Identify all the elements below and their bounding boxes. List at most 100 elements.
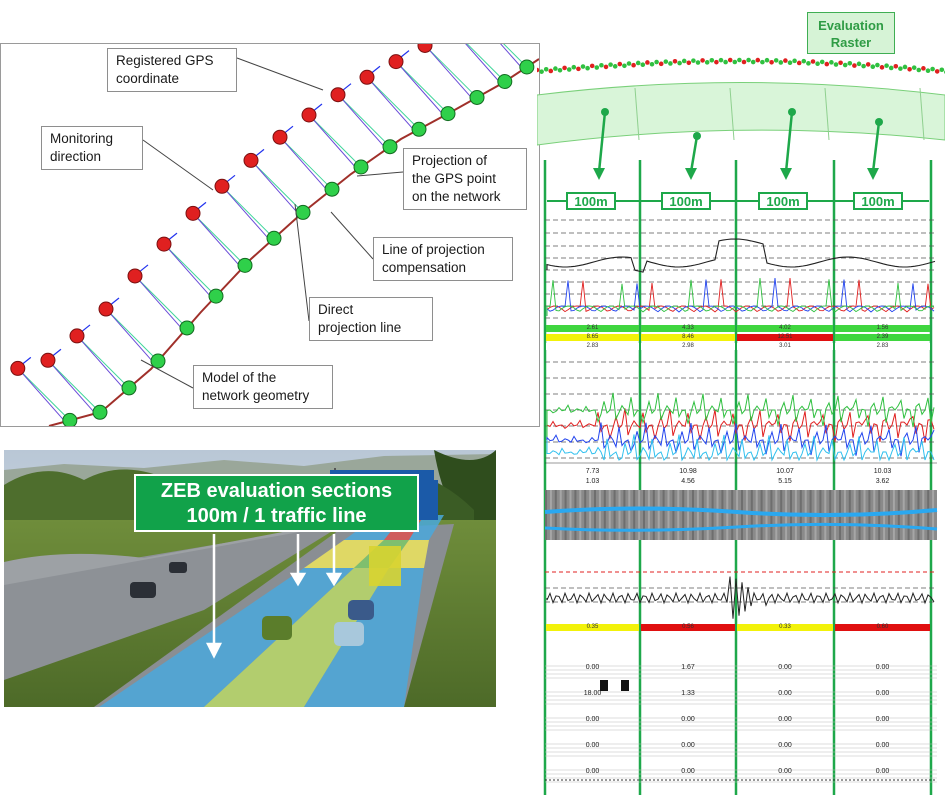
mid-value: 1.03 bbox=[585, 478, 600, 485]
raster-gps-dot bbox=[930, 66, 935, 72]
raster-gps-dot bbox=[796, 60, 802, 66]
raster-gps-dot bbox=[934, 69, 940, 74]
texture-stripe bbox=[701, 490, 704, 540]
raster-title-line1: Evaluation bbox=[818, 18, 884, 33]
texture-stripe bbox=[618, 490, 621, 540]
network-point bbox=[353, 159, 369, 175]
texture-stripe bbox=[726, 490, 729, 540]
callout-projection-of-gps: Projection of the GPS point on the netwo… bbox=[403, 148, 527, 210]
texture-stripe bbox=[922, 490, 925, 540]
raster-gps-dot bbox=[603, 64, 609, 70]
texture-stripe bbox=[750, 490, 753, 540]
texture-stripe bbox=[589, 490, 592, 540]
raster-pointer-arrow bbox=[597, 111, 607, 173]
raster-gps-dot bbox=[783, 58, 788, 63]
profile-line-1 bbox=[546, 238, 936, 273]
raster-title-line2: Raster bbox=[830, 35, 872, 50]
callout-model-network: Model of the network geometry bbox=[193, 365, 333, 409]
raster-band-divider bbox=[824, 87, 830, 141]
network-point bbox=[150, 353, 166, 369]
index-cell: 1.56 bbox=[835, 325, 930, 332]
raster-gps-dot bbox=[875, 62, 880, 68]
raster-gps-dot bbox=[537, 67, 540, 73]
gps-point bbox=[40, 352, 56, 368]
compensation-line bbox=[105, 308, 159, 362]
texture-stripe bbox=[579, 490, 582, 540]
gps-point bbox=[359, 69, 375, 85]
gps-point bbox=[127, 268, 143, 284]
bottom-value: 0.00 bbox=[585, 664, 600, 671]
direct-projection-line bbox=[339, 96, 387, 150]
mid-series bbox=[546, 392, 935, 440]
raster-gps-dot bbox=[755, 57, 761, 63]
network-point bbox=[440, 106, 456, 122]
raster-gps-dot bbox=[801, 58, 807, 64]
direct-projection-line bbox=[500, 44, 524, 70]
texture-stripe bbox=[564, 490, 567, 540]
raster-gps-dot bbox=[681, 58, 687, 64]
texture-stripe bbox=[638, 490, 641, 540]
texture-stripe bbox=[594, 490, 596, 540]
noise-series bbox=[546, 277, 935, 316]
raster-gps-dot bbox=[939, 67, 945, 73]
gps-projection-diagram: Registered GPS coordinate Monitoring dir… bbox=[0, 43, 540, 427]
lower-series bbox=[546, 576, 935, 619]
bottom-value: 0.00 bbox=[585, 768, 600, 775]
mid-value: 7.73 bbox=[585, 468, 600, 475]
mid-value: 10.98 bbox=[679, 468, 697, 475]
raster-gps-dot bbox=[893, 64, 899, 69]
compensation-line bbox=[337, 94, 391, 148]
texture-stripe bbox=[559, 490, 562, 540]
gps-point bbox=[272, 129, 288, 145]
raster-pointer-head bbox=[867, 168, 879, 180]
raster-gps-dot bbox=[921, 66, 926, 71]
gps-point bbox=[388, 54, 404, 70]
lower-index-cell: 0.56 bbox=[641, 624, 735, 631]
zeb-sections-label: ZEB evaluation sections 100m / 1 traffic… bbox=[134, 474, 419, 532]
raster-gps-dot bbox=[566, 67, 572, 72]
texture-stripe bbox=[682, 490, 685, 540]
zeb-label-line1: ZEB evaluation sections bbox=[160, 480, 393, 502]
mid-series bbox=[546, 408, 935, 443]
event-marker bbox=[621, 680, 629, 691]
raster-gps-dot bbox=[714, 59, 719, 65]
raster-gps-dot bbox=[879, 65, 885, 70]
raster-gps-dot bbox=[700, 58, 705, 63]
raster-band bbox=[537, 82, 945, 146]
direct-projection-line bbox=[252, 162, 300, 215]
index-cell: 8.46 bbox=[641, 334, 735, 341]
network-point bbox=[382, 139, 398, 155]
texture-stripe bbox=[667, 490, 670, 540]
raster-gps-dot bbox=[723, 59, 728, 65]
raster-gps-dot bbox=[691, 58, 696, 63]
texture-stripe bbox=[574, 490, 577, 540]
index-cell: 12.51 bbox=[737, 334, 833, 341]
callout-direct-projection: Direct projection line bbox=[309, 297, 433, 341]
compensation-line bbox=[163, 243, 217, 297]
lower-index-cell: 0.60 bbox=[835, 624, 930, 631]
direct-projection-line bbox=[136, 277, 184, 331]
bottom-value: 18.00 bbox=[583, 690, 602, 697]
texture-stripe bbox=[687, 490, 690, 540]
texture-stripe bbox=[598, 490, 601, 540]
network-point bbox=[266, 230, 282, 246]
raster-band-divider bbox=[729, 87, 735, 141]
network-point bbox=[519, 59, 535, 75]
raster-pointer-head bbox=[593, 168, 605, 180]
compensation-line bbox=[17, 368, 71, 421]
segment-label-4: 100m bbox=[853, 192, 903, 210]
raster-gps-dot bbox=[833, 62, 839, 67]
raster-gps-dot bbox=[617, 61, 623, 67]
mid-value: 4.56 bbox=[681, 478, 695, 485]
raster-gps-dot bbox=[746, 57, 751, 63]
raster-pointer-arrow bbox=[689, 135, 699, 173]
noise-series bbox=[546, 277, 935, 316]
raster-gps-dot bbox=[599, 62, 604, 68]
direct-projection-line bbox=[223, 187, 271, 241]
raster-gps-dot bbox=[916, 67, 922, 73]
raster-gps-dot bbox=[649, 61, 655, 67]
bottom-value: 0.00 bbox=[778, 742, 792, 749]
texture-stripe bbox=[927, 490, 930, 540]
bottom-value: 0.00 bbox=[585, 716, 600, 723]
raster-gps-dot bbox=[829, 60, 834, 65]
